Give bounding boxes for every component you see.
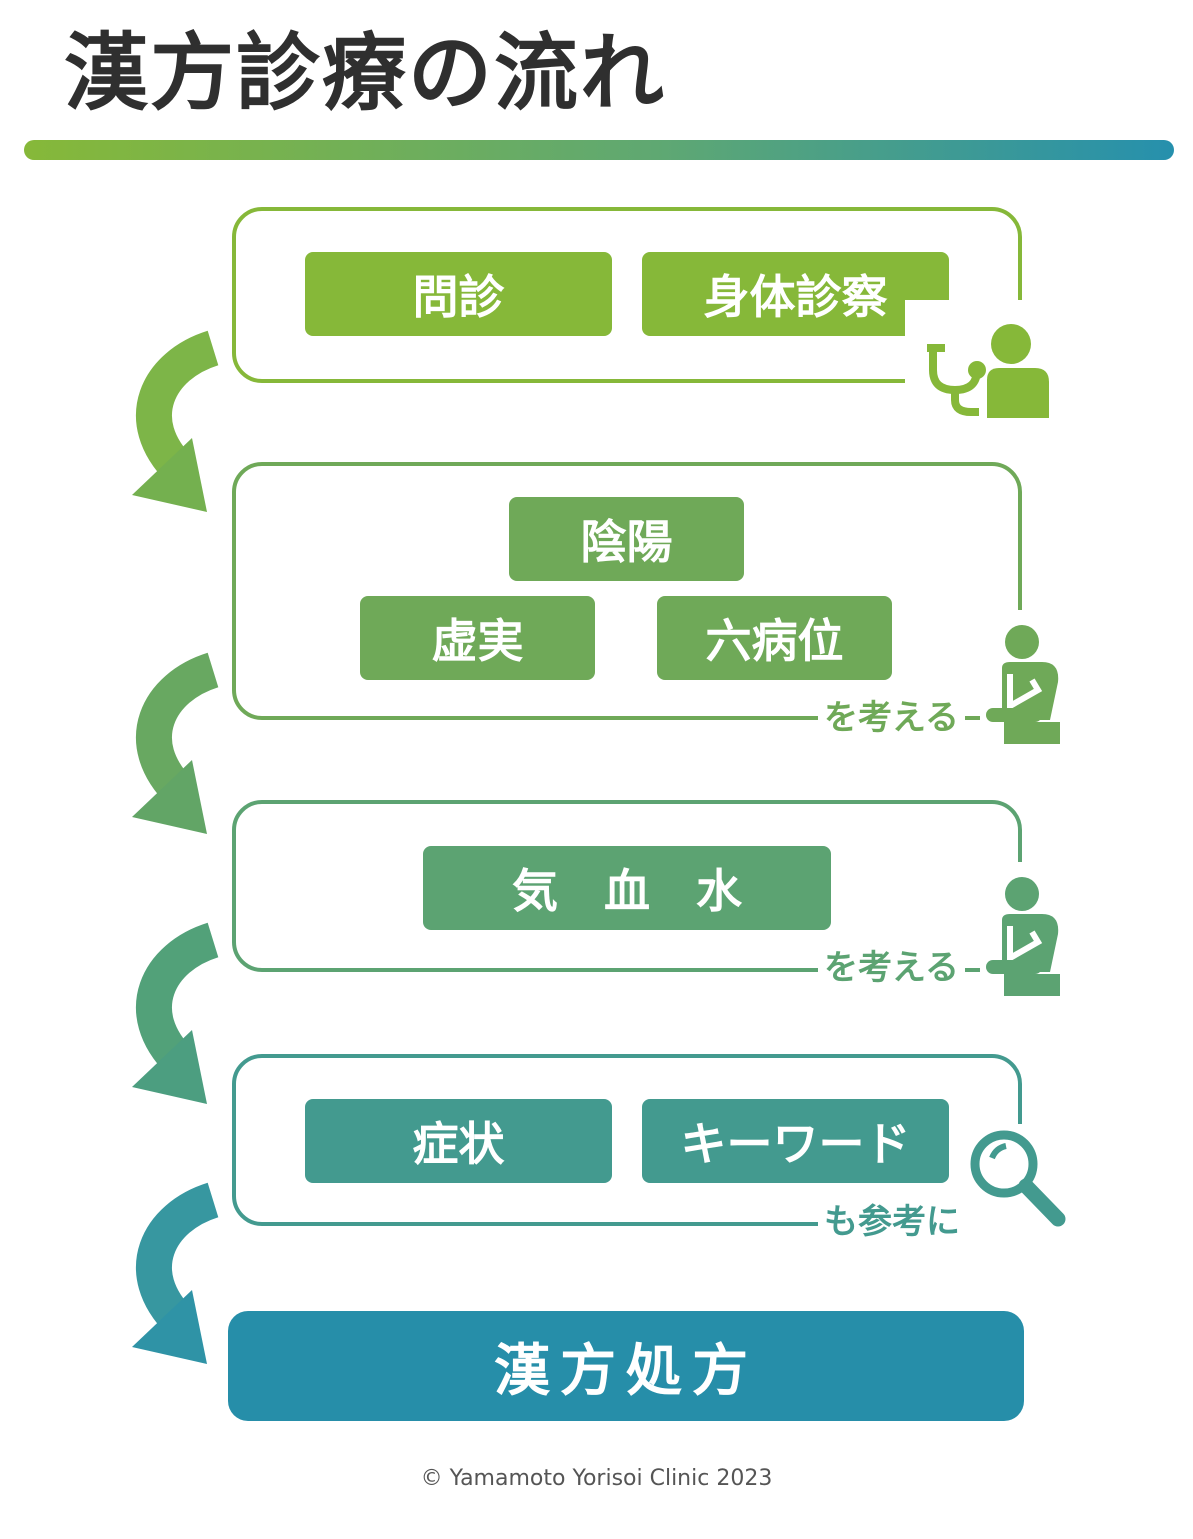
- step4-box-keyword: キーワード: [642, 1099, 949, 1183]
- thinking-person-icon: [980, 610, 1070, 745]
- step2-box-yinyang: 陰陽: [509, 497, 744, 581]
- final-prescription: 漢方処方: [228, 1311, 1024, 1421]
- step3-box-kiketsusui: 気 血 水: [423, 846, 831, 930]
- curved-arrow-icon: [132, 922, 220, 1104]
- step2-frame: [232, 462, 1022, 720]
- step1-frame: [232, 207, 1022, 383]
- step3-note: を考える: [818, 948, 965, 988]
- page-title: 漢方診療の流れ: [64, 24, 667, 122]
- step2-box-rokubyoi: 六病位: [657, 596, 892, 680]
- magnifier-icon: [964, 1124, 1074, 1236]
- step1-box-exam: 身体診察: [642, 252, 949, 336]
- title-underline: [24, 140, 1174, 160]
- thinking-person-icon: [980, 862, 1070, 997]
- step2-box-kyojitsu: 虚実: [360, 596, 595, 680]
- step1-box-interview: 問診: [305, 252, 612, 336]
- step4-note: も参考に: [818, 1202, 966, 1242]
- curved-arrow-icon: [132, 1182, 220, 1364]
- copyright-credit: © Yamamoto Yorisoi Clinic 2023: [420, 1466, 773, 1491]
- curved-arrow-icon: [132, 330, 220, 512]
- step4-box-symptoms: 症状: [305, 1099, 612, 1183]
- curved-arrow-icon: [132, 652, 220, 834]
- step2-note: を考える: [818, 698, 965, 738]
- stethoscope-doctor-icon: [905, 300, 1055, 425]
